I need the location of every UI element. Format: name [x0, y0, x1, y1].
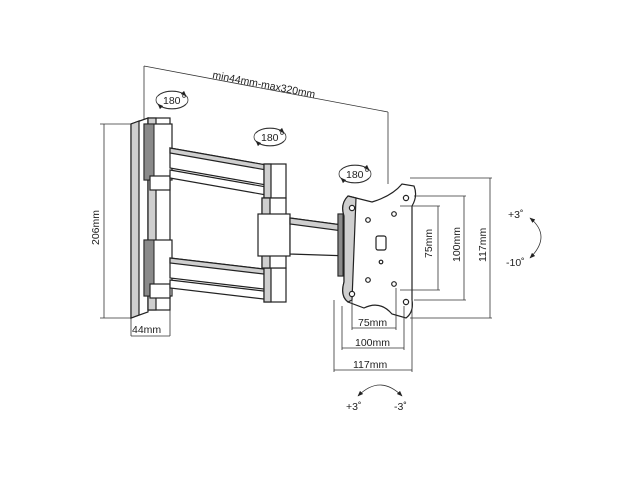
- depth-dimension: 44mm: [130, 310, 171, 337]
- rotation-badge-wall: 180: [155, 90, 189, 110]
- extension-dimension-line: [143, 65, 389, 113]
- depth-label: 44mm: [132, 324, 161, 336]
- height-label: 206mm: [90, 210, 102, 245]
- vesa-width-dimensions: 75mm 100mm 117mm: [333, 288, 413, 372]
- rotation-label-wall: 180: [163, 95, 181, 107]
- swivel-left-label: +3˚: [346, 401, 361, 413]
- tilt-indicator: +3˚ -10˚: [506, 209, 542, 269]
- vesa-height-dimensions: 75mm 100mm 117mm: [400, 177, 492, 319]
- swivel-indicator: +3˚ -3˚: [346, 384, 407, 413]
- vesa-height-100-label: 100mm: [451, 227, 463, 262]
- swivel-right-label: -3˚: [394, 401, 407, 413]
- lower-arm: [169, 257, 287, 303]
- elbow-joint: [257, 197, 351, 269]
- vesa-width-75-label: 75mm: [358, 317, 387, 329]
- tilt-up-label: +3˚: [508, 209, 523, 221]
- rotation-badge-mid: 180: [253, 127, 287, 147]
- vesa-width-117-label: 117mm: [353, 359, 387, 371]
- upper-arm: [169, 147, 287, 199]
- tilt-arrow: [529, 217, 542, 259]
- vesa-width-100-label: 100mm: [355, 337, 390, 349]
- tilt-down-label: -10˚: [506, 257, 525, 269]
- rotation-badge-head: 180: [338, 164, 372, 184]
- swivel-arrow: [357, 384, 403, 397]
- rotation-label-head: 180: [346, 169, 364, 181]
- rotation-label-mid: 180: [261, 132, 279, 144]
- height-dimension: 206mm: [90, 123, 132, 319]
- vesa-plate: [342, 183, 417, 319]
- wall-plate: [130, 117, 173, 319]
- vesa-height-75-label: 75mm: [423, 229, 435, 258]
- extension-label: min44mm-max320mm: [211, 69, 316, 101]
- vesa-height-117-label: 117mm: [477, 228, 489, 262]
